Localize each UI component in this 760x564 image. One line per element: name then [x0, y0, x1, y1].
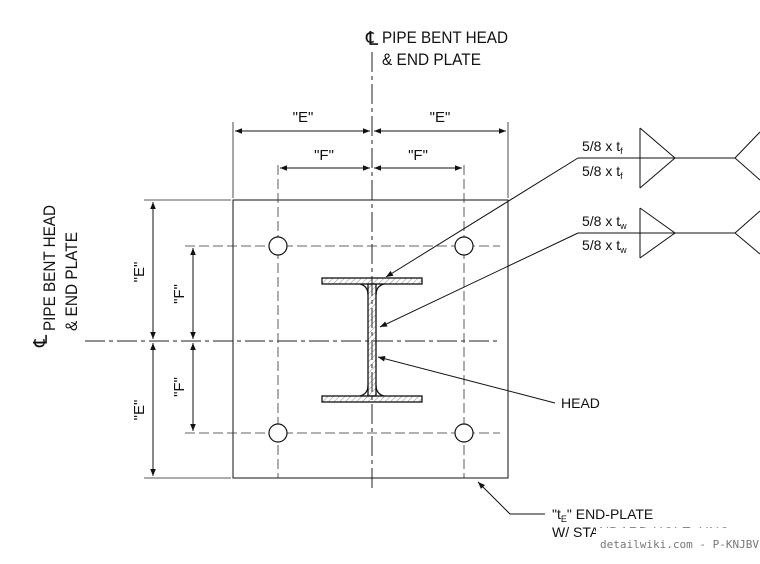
weld-flange-bottom-label: 5/8 x tf — [582, 163, 623, 181]
weld-web-bottom-label: 5/8 x tw — [582, 237, 627, 255]
dim-top-e-right: "E" — [430, 109, 451, 126]
dim-left-e-bottom: "E" — [131, 400, 148, 421]
head-leader — [377, 356, 556, 404]
dim-left-f-bottom: "F" — [171, 377, 188, 397]
left-centerline-label-line1: PIPE BENT HEAD — [40, 205, 59, 331]
weld-web-top-label: 5/8 x tw — [582, 213, 627, 231]
watermark: detailwiki.com - P-KNJBV — [600, 538, 759, 551]
dim-left-e-top: "E" — [131, 262, 148, 283]
web-weld-leader — [379, 232, 579, 328]
web — [367, 283, 377, 397]
bottom-flange — [321, 395, 423, 403]
bolt-hole — [454, 423, 474, 443]
dim-top-e-left: "E" — [293, 109, 314, 126]
dim-top-f-left: "F" — [314, 147, 334, 164]
occlusion-strip — [596, 528, 760, 564]
end-plate-leader — [477, 481, 545, 515]
centerline-symbol-left: ℄ — [31, 334, 52, 348]
top-flange — [321, 277, 423, 285]
dim-left-f-top: "F" — [171, 284, 188, 304]
head-label: HEAD — [561, 395, 600, 411]
i-beam-section — [321, 277, 423, 403]
end-plate-label: "tE" END-PLATE — [552, 506, 653, 524]
weld-flange-top-label: 5/8 x tf — [582, 138, 623, 156]
weld-symbols — [578, 127, 760, 259]
top-centerline-label-line2: & END PLATE — [382, 50, 481, 69]
bolt-hole — [268, 236, 288, 256]
end-plate — [232, 199, 509, 479]
centerline-symbol-top: ℄ — [365, 29, 379, 50]
top-centerline-label: ℄ PIPE BENT HEAD & END PLATE — [365, 28, 508, 69]
left-centerline-label-line2: & END PLATE — [62, 232, 81, 331]
left-centerline-label: ℄ PIPE BENT HEAD & END PLATE — [31, 205, 81, 348]
top-centerline-label-line1: PIPE BENT HEAD — [382, 28, 508, 47]
bolt-hole — [268, 423, 288, 443]
dim-top-f-right: "F" — [408, 147, 428, 164]
bolt-hole — [454, 236, 474, 256]
flange-weld-leader — [385, 157, 579, 278]
